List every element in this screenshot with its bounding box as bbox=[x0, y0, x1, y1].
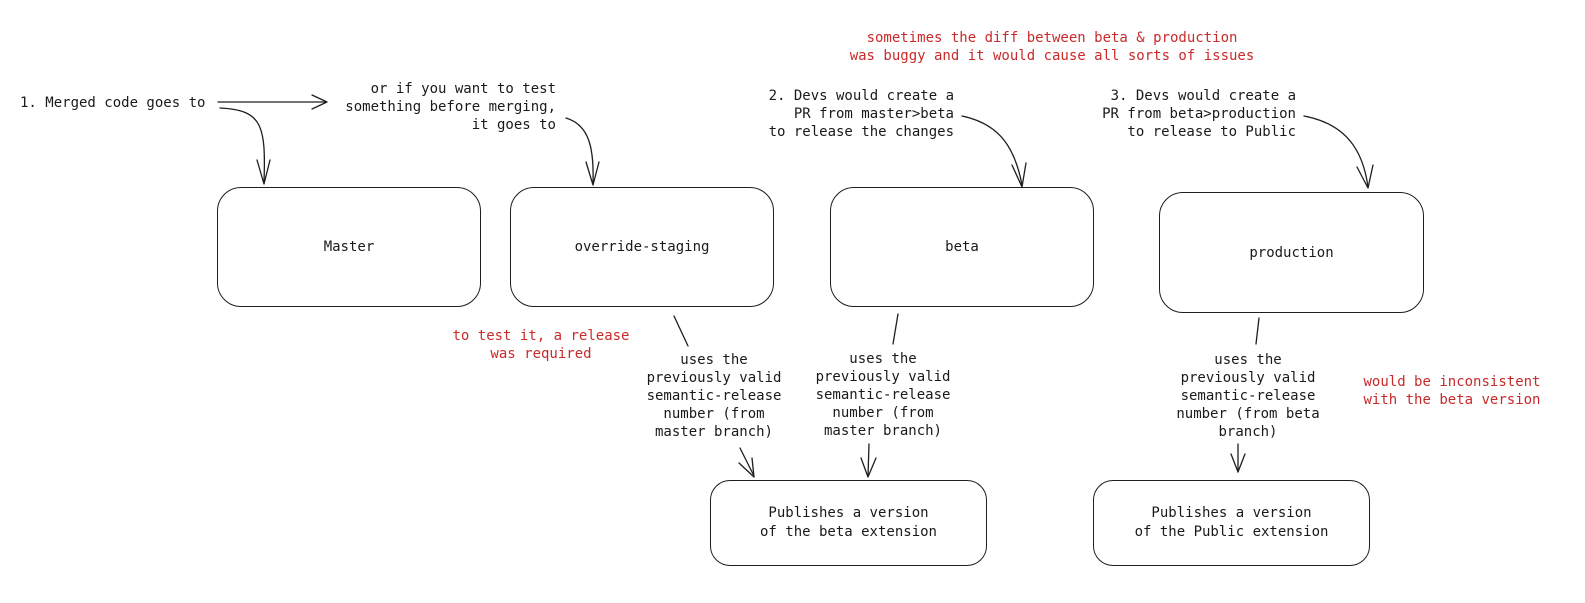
publish-public-label: Publishes a version of the Public extens… bbox=[1134, 505, 1329, 540]
arrowhead bbox=[738, 457, 755, 478]
line-beta-to-note bbox=[892, 313, 899, 345]
arrow-to-override bbox=[565, 117, 594, 184]
arrowhead bbox=[1011, 162, 1027, 188]
arrow-to-publish-beta-2 bbox=[867, 443, 870, 477]
publish-beta-label: Publishes a version of the beta extensio… bbox=[759, 505, 937, 540]
arrowhead bbox=[1230, 453, 1246, 473]
inconsistent-note: would be inconsistent with the beta vers… bbox=[1363, 374, 1541, 408]
arrowhead bbox=[585, 161, 600, 186]
test-before-merge-note: or if you want to test something before … bbox=[345, 81, 556, 133]
production-box: production bbox=[1159, 192, 1424, 313]
arrow-to-beta bbox=[961, 115, 1023, 186]
production-label: production bbox=[1249, 244, 1334, 261]
uses-previous-beta-note: uses the previously valid semantic-relea… bbox=[1176, 352, 1320, 440]
uses-previous-master-note-2: uses the previously valid semantic-relea… bbox=[815, 351, 951, 439]
arrowhead bbox=[311, 94, 328, 110]
arrowhead bbox=[1356, 164, 1374, 189]
master-label: Master bbox=[323, 239, 375, 255]
override-staging-box: override-staging bbox=[510, 187, 774, 307]
arrowhead bbox=[860, 457, 877, 478]
line-production-to-note bbox=[1255, 317, 1260, 345]
devs-master-beta-note: 2. Devs would create a PR from master>be… bbox=[768, 88, 954, 140]
beta-box: beta bbox=[830, 187, 1094, 307]
test-release-required-note: to test it, a release was required bbox=[452, 328, 630, 362]
publish-beta-box: Publishes a version of the beta extensio… bbox=[710, 480, 987, 566]
arrow-to-master bbox=[219, 107, 266, 183]
publish-public-box: Publishes a version of the Public extens… bbox=[1093, 480, 1370, 566]
override-staging-label: override-staging bbox=[574, 239, 710, 255]
line-override-to-note bbox=[673, 315, 689, 347]
merged-code-note: 1. Merged code goes to bbox=[20, 95, 206, 111]
arrowhead bbox=[256, 159, 271, 185]
diff-buggy-note: sometimes the diff between beta & produc… bbox=[849, 30, 1255, 64]
uses-previous-master-note-1: uses the previously valid semantic-relea… bbox=[646, 352, 782, 440]
beta-label: beta bbox=[945, 239, 979, 255]
arrow-to-publish-beta-1 bbox=[739, 447, 755, 477]
master-box: Master bbox=[217, 187, 481, 307]
devs-beta-production-note: 3. Devs would create a PR from beta>prod… bbox=[1102, 88, 1296, 140]
arrow-to-production bbox=[1303, 115, 1369, 188]
